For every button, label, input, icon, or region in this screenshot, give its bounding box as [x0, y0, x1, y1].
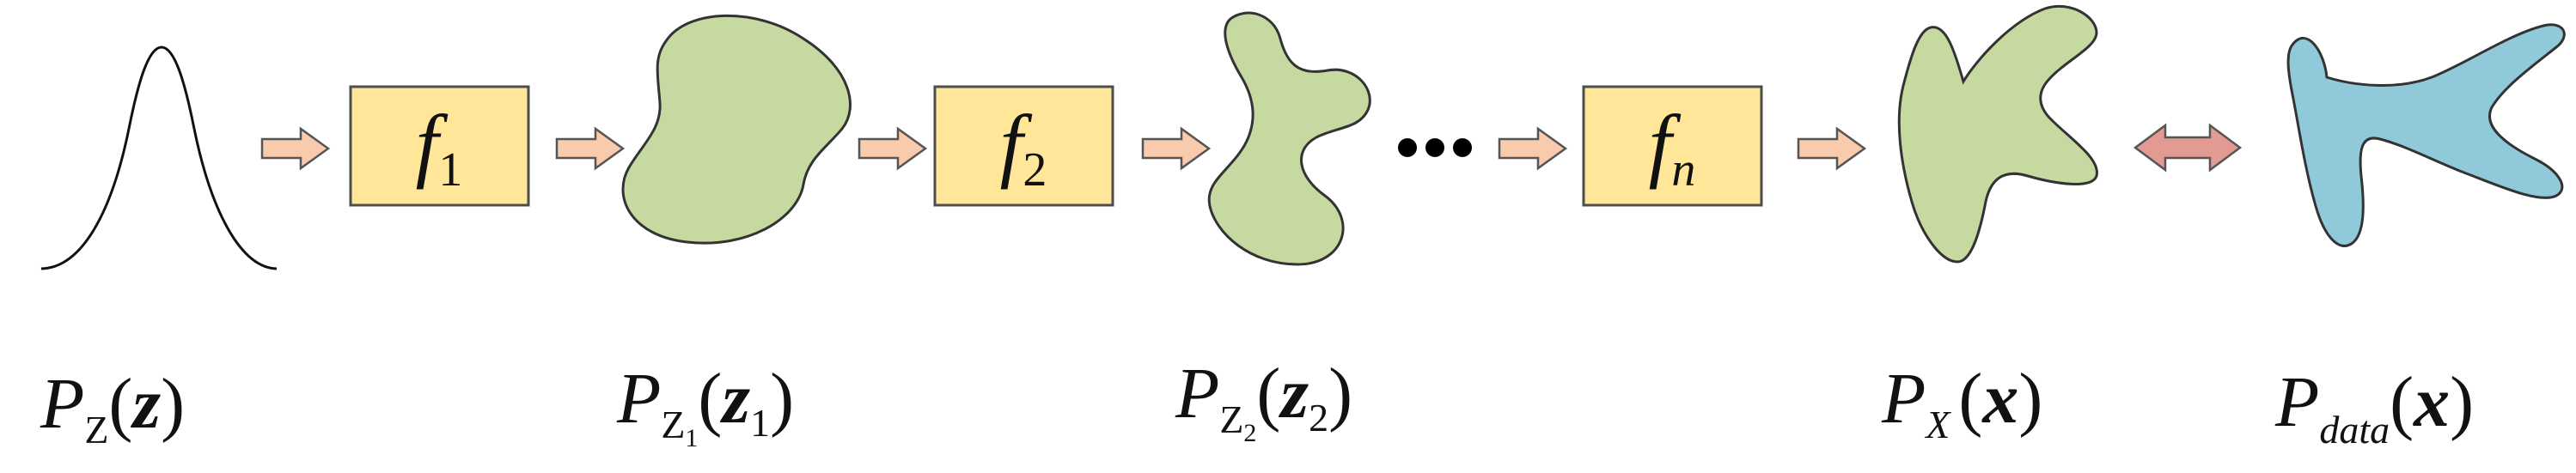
function-box-f2: f2	[933, 85, 1114, 207]
function-box-f1: f1	[349, 85, 530, 207]
function-index: 1	[438, 143, 462, 197]
distribution-shape-z1	[621, 14, 852, 245]
compare-arrow-icon	[2133, 123, 2243, 173]
distribution-shape-z2	[1207, 11, 1371, 266]
distribution-shape-x	[1897, 4, 2098, 264]
ellipsis-icon	[1398, 138, 1472, 157]
flow-arrow-1	[260, 126, 331, 171]
gaussian-curve-icon	[40, 45, 278, 270]
label-data-x: Pdata(x)	[2274, 362, 2474, 452]
flow-arrow-4	[1141, 126, 1212, 171]
flow-arrow-5	[1498, 126, 1568, 171]
label-prior: PZ(z)	[40, 364, 185, 452]
flow-arrow-6	[1797, 126, 1867, 171]
label-model-x: PX(x)	[1881, 359, 2042, 446]
flow-arrow-3	[858, 126, 928, 171]
function-index: 2	[1022, 143, 1047, 197]
label-z1: PZ1(z1)	[616, 359, 794, 452]
flow-arrow-2	[555, 126, 626, 171]
function-index: n	[1671, 143, 1695, 197]
data-distribution-shape	[2286, 23, 2566, 247]
function-box-fn: fn	[1582, 85, 1763, 207]
label-z2: PZ2(z2)	[1175, 354, 1352, 447]
